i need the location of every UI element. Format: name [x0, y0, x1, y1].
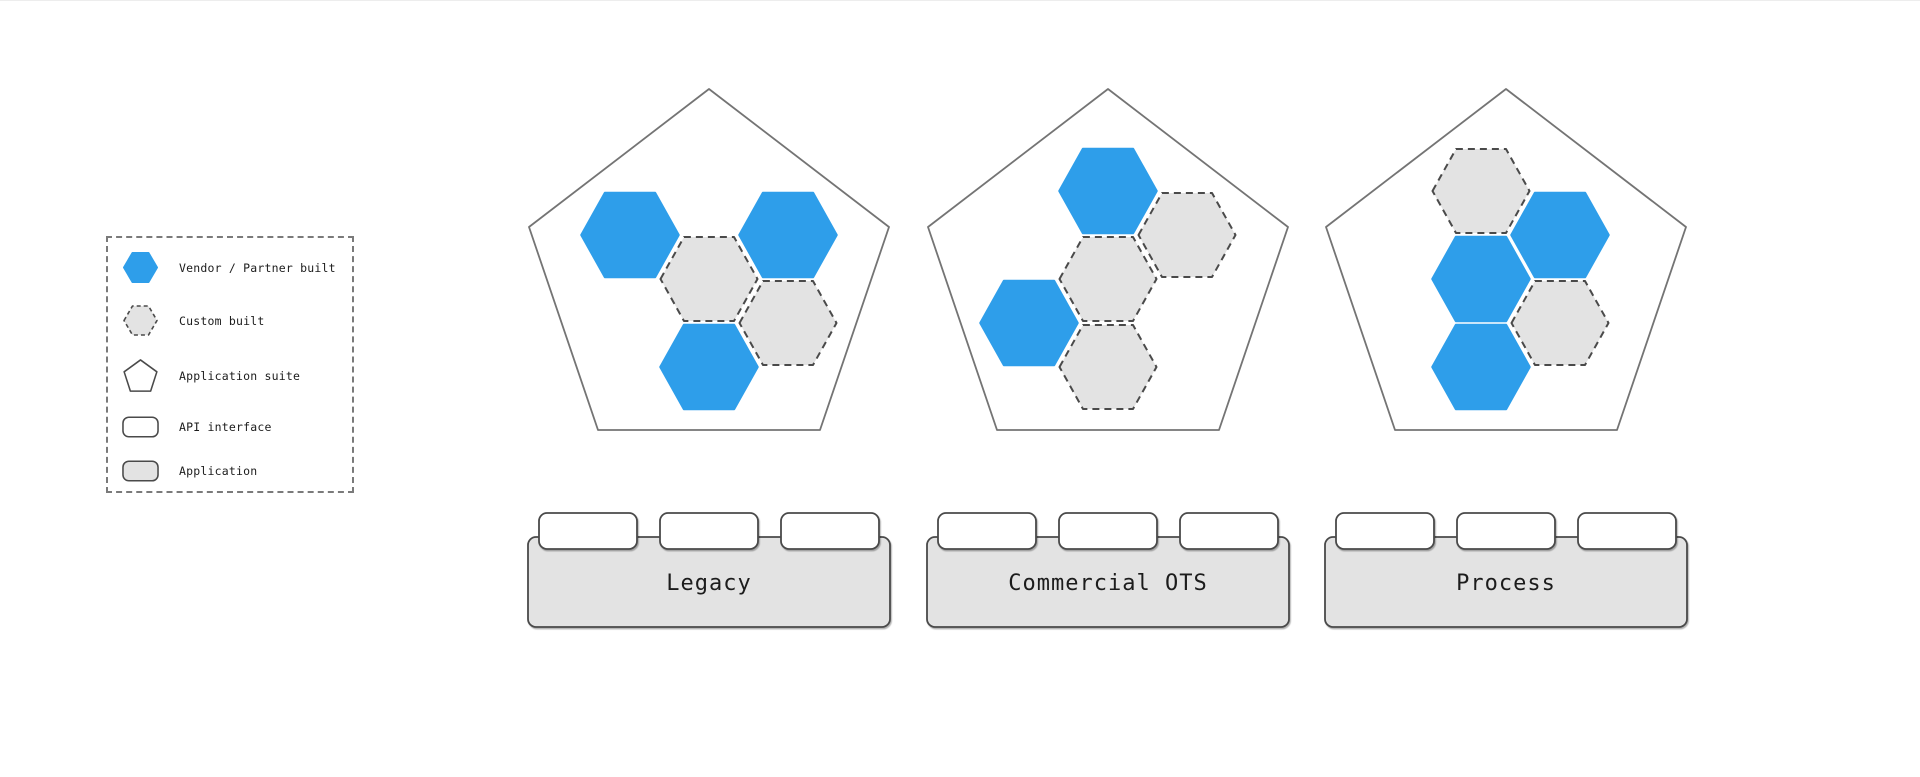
- application-suite-label: Commercial OTS: [1008, 571, 1207, 596]
- api-interface-rect: [937, 512, 1037, 550]
- custom-built-hexagon: [1058, 324, 1158, 410]
- api-interface-rect: [1456, 512, 1556, 550]
- custom-built-hexagon: [659, 236, 759, 322]
- legend-item-label: Custom built: [179, 313, 265, 328]
- vendor-built-hexagon: [1510, 191, 1610, 279]
- api-interface-icon: [122, 416, 159, 438]
- legend-item-label: Application: [179, 464, 258, 478]
- legend-item-label: API interface: [179, 420, 272, 434]
- custom-built-hexagon-icon: [122, 305, 159, 336]
- vendor-built-hexagon: [738, 191, 838, 279]
- custom-built-hexagon: [1058, 236, 1158, 322]
- legend-item-label: Application suite: [179, 369, 301, 383]
- legend-item-api-interface: API interface: [122, 416, 352, 438]
- application-suite-pentagon-icon: [122, 358, 159, 394]
- legend-item-vendor-built: Vendor / Partner built: [122, 252, 352, 283]
- api-interface-rect: [538, 512, 638, 550]
- application-suite-label: Process: [1456, 571, 1556, 596]
- api-interface-rect: [659, 512, 759, 550]
- vendor-built-hexagon: [1431, 323, 1531, 411]
- application-suite-group: Process: [1324, 88, 1688, 628]
- custom-built-hexagon: [1431, 148, 1531, 234]
- vendor-built-hexagon: [1058, 147, 1158, 235]
- api-interface-rect: [1577, 512, 1677, 550]
- api-interface-rect: [1335, 512, 1435, 550]
- application-suite-group: Legacy: [527, 88, 891, 628]
- vendor-built-hexagon: [1431, 235, 1531, 323]
- custom-built-hexagon: [1510, 280, 1610, 366]
- legend-box: Vendor / Partner built Custom built Appl…: [106, 236, 354, 493]
- application-suite-group: Commercial OTS: [926, 88, 1290, 628]
- window-top-border: [0, 0, 1920, 1]
- legend-item-label: Vendor / Partner built: [179, 260, 336, 275]
- api-interface-rect: [1179, 512, 1279, 550]
- legend-item-custom-built: Custom built: [122, 305, 352, 336]
- vendor-built-hexagon: [659, 323, 759, 411]
- custom-built-hexagon: [738, 280, 838, 366]
- vendor-built-hexagon: [979, 279, 1079, 367]
- application-suite-label: Legacy: [666, 571, 751, 596]
- legend-item-application-suite: Application suite: [122, 358, 352, 394]
- api-interface-rect: [1058, 512, 1158, 550]
- vendor-built-hexagon-icon: [122, 252, 159, 283]
- api-interface-rect: [780, 512, 880, 550]
- application-icon: [122, 460, 159, 482]
- vendor-built-hexagon: [580, 191, 680, 279]
- custom-built-hexagon: [1137, 192, 1237, 278]
- legend-item-application: Application: [122, 460, 352, 482]
